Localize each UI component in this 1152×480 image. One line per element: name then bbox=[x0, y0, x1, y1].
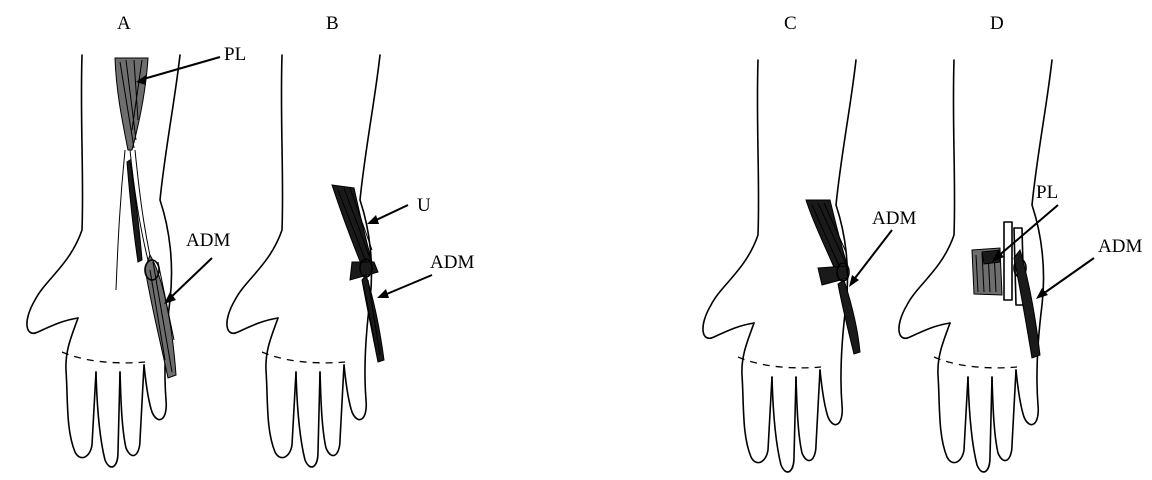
panel-b: B U ADM bbox=[227, 13, 474, 467]
callout-u-b: U bbox=[417, 195, 431, 216]
panel-a: A PL ADM bbox=[27, 13, 246, 467]
panel-c: C ADM bbox=[703, 13, 916, 472]
callout-adm-a: ADM bbox=[186, 230, 230, 251]
abductor-digiti-minimi-muscle-d bbox=[1014, 250, 1040, 358]
callout-pl-a: PL bbox=[224, 44, 246, 65]
panel-letter-d: D bbox=[990, 13, 1004, 34]
panel-letter-b: B bbox=[326, 13, 339, 34]
callout-pl-d: PL bbox=[1036, 182, 1058, 203]
callout-adm-b: ADM bbox=[430, 252, 474, 273]
panel-letter-c: C bbox=[784, 13, 797, 34]
callout-adm-c: ADM bbox=[872, 208, 916, 229]
abductor-digiti-minimi-muscle-c bbox=[838, 280, 860, 354]
panel-letter-a: A bbox=[117, 13, 131, 34]
accessory-muscle-strip bbox=[127, 160, 142, 262]
callout-adm-d: ADM bbox=[1098, 236, 1142, 257]
panel-d: D PL ADM bbox=[899, 13, 1142, 472]
